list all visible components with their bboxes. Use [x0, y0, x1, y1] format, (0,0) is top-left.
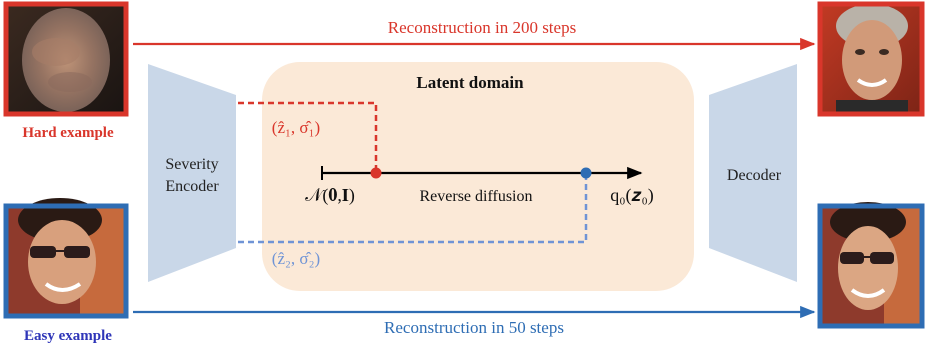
encoder-label-line2: Encoder: [165, 178, 219, 195]
end-distribution-label: q₀(𝒛₀): [610, 185, 654, 206]
easy-point: [580, 167, 592, 179]
latent-domain-title: Latent domain: [416, 73, 524, 92]
start-distribution-label: 𝒩(𝟎,𝐈): [305, 185, 355, 206]
easy-input-image: [3, 198, 129, 319]
easy-estimate-label: (ẑ₂, σ̂₂): [272, 249, 320, 268]
hard-input-image: [3, 1, 129, 117]
latent-domain-box: [262, 62, 694, 291]
hard-dashed-path: [238, 101, 378, 173]
hard-example-label: Hard example: [22, 125, 114, 141]
hard-point: [370, 167, 382, 179]
easy-output-image: [817, 202, 925, 329]
hard-estimate-label: (ẑ₁, σ̂₁): [272, 118, 320, 137]
hard-output-image: [817, 1, 925, 117]
easy-dashed-path: [238, 173, 588, 244]
top-caption: Reconstruction in 200 steps: [388, 18, 576, 37]
decoder-shape: [709, 64, 797, 282]
encoder-label-line1: Severity: [165, 156, 218, 173]
bottom-caption: Reconstruction in 50 steps: [384, 318, 564, 337]
easy-example-label: Easy example: [24, 328, 112, 344]
severity-encoder-shape: [148, 64, 236, 282]
reverse-diffusion-label: Reverse diffusion: [419, 188, 532, 205]
decoder-label: Decoder: [727, 167, 782, 184]
